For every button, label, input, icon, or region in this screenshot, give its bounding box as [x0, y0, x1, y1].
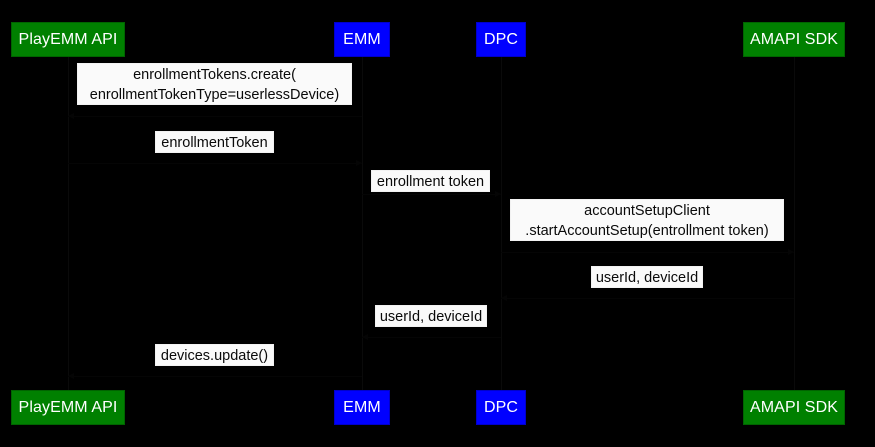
lifeline-emm — [362, 57, 363, 390]
message-label-3: enrollment token — [371, 170, 490, 192]
participant-footer-dpc[interactable]: DPC — [476, 390, 526, 425]
participant-label: DPC — [483, 30, 519, 48]
participant-header-dpc[interactable]: DPC — [476, 22, 526, 57]
message-label-6: userId, deviceId — [375, 305, 487, 327]
participant-footer-playemm-api[interactable]: PlayEMM API — [11, 390, 125, 425]
participant-header-emm[interactable]: EMM — [334, 22, 390, 57]
lifeline-dpc — [501, 57, 502, 390]
participant-label: PlayEMM API — [18, 398, 118, 416]
participant-label: PlayEMM API — [18, 30, 118, 48]
message-arrow-6 — [362, 334, 501, 340]
participant-label: EMM — [343, 30, 381, 48]
participant-label: AMAPI SDK — [749, 398, 839, 416]
message-label-2: enrollmentToken — [155, 131, 274, 153]
message-arrow-4 — [501, 249, 794, 255]
lifeline-amapi-sdk — [794, 57, 795, 390]
message-arrow-5 — [501, 295, 794, 301]
participant-label: DPC — [483, 398, 519, 416]
message-label-5: userId, deviceId — [591, 266, 703, 288]
participant-label: EMM — [343, 398, 381, 416]
participant-header-playemm-api[interactable]: PlayEMM API — [11, 22, 125, 57]
participant-footer-emm[interactable]: EMM — [334, 390, 390, 425]
lifeline-playemm-api — [68, 57, 69, 390]
message-label-1: enrollmentTokens.create( enrollmentToken… — [77, 63, 352, 105]
message-arrow-1 — [68, 113, 362, 119]
participant-label: AMAPI SDK — [749, 30, 839, 48]
message-label-4: accountSetupClient .startAccountSetup(en… — [510, 199, 784, 241]
participant-footer-amapi-sdk[interactable]: AMAPI SDK — [743, 390, 845, 425]
message-arrow-3 — [362, 191, 501, 197]
message-label-7: devices.update() — [155, 344, 274, 366]
message-arrow-7 — [68, 373, 362, 379]
participant-header-amapi-sdk[interactable]: AMAPI SDK — [743, 22, 845, 57]
message-arrow-2 — [68, 160, 362, 166]
